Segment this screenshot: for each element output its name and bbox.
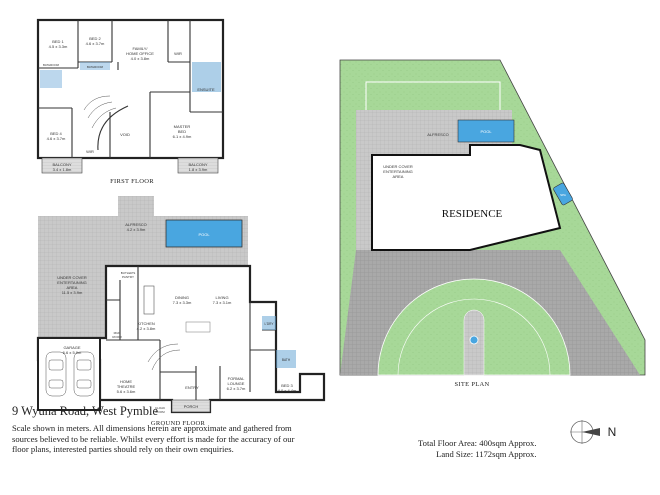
wir-mid-label: WIR — [86, 149, 94, 154]
cloak-label: CLOAK — [155, 406, 165, 410]
property-address: 9 Wyuna Road, West Pymble — [12, 404, 159, 418]
master-label: MASTER — [174, 124, 191, 129]
entertain-site-label3: AREA — [393, 174, 404, 179]
theatre-label2: THEATRE — [117, 384, 136, 389]
bed3-dim: 4.0 x 4.4m — [278, 388, 297, 393]
area-summary: Total Floor Area: 400sqm Approx. Land Si… — [418, 438, 537, 459]
balcony-left-label: BALCONY — [52, 162, 71, 167]
master-dim: 6.1 x 4.9m — [173, 134, 192, 139]
pool-site-label: POOL — [480, 129, 492, 134]
kitchen-label: KITCHEN — [137, 321, 155, 326]
balcony-right-dim: 1.8 x 3.9m — [189, 167, 208, 172]
footer: 9 Wyuna Road, West Pymble Scale shown in… — [12, 404, 342, 455]
entry-label: ENTRY — [185, 385, 199, 390]
bathroom-a-label: BATHROOM — [43, 63, 60, 67]
bath-gf-label: BATH — [282, 358, 291, 362]
site-plan-caption: SITE PLAN — [454, 381, 489, 388]
balcony-left-dim: 3.4 x 1.8m — [53, 167, 72, 172]
disclaimer: Scale shown in meters. All dimensions he… — [12, 423, 342, 455]
north-compass-icon: N — [570, 420, 617, 444]
entertain-gf-label: UNDER COVER — [57, 275, 87, 280]
bed4-dim: 4.6 x 3.7m — [47, 136, 66, 141]
family-label2: HOME OFFICE — [126, 51, 154, 56]
theatre-label: HOME — [120, 379, 132, 384]
bed3-label: BED 3 — [281, 383, 293, 388]
residence-label: RESIDENCE — [442, 208, 503, 220]
first-floor-plan: BED 1 4.5 x 3.3m BED 2 4.6 x 3.7m FAMILY… — [36, 18, 225, 185]
entertain-gf-dim: 11.5 x 3.9m — [62, 290, 83, 295]
entertain-gf-label3: AREA — [67, 285, 78, 290]
master-label2: BED — [178, 129, 186, 134]
pool-gf-label: POOL — [198, 232, 210, 237]
cloak-label2: ROOM — [155, 410, 165, 414]
compass-label: N — [608, 425, 617, 439]
disclaimer-line-2: sources believed to be reliable. Whilst … — [12, 433, 295, 444]
mudroom-label2: ROOM — [112, 335, 122, 339]
bed2-dim: 4.6 x 3.7m — [86, 41, 105, 46]
formal-label2: LOUNGE — [228, 381, 245, 386]
wir-top-label: WIR — [174, 51, 182, 56]
dining-label: DINING — [175, 295, 189, 300]
garage-dim: 6.6 x 5.9m — [63, 350, 82, 355]
dining-dim: 7.3 x 3.3m — [173, 300, 192, 305]
family-dim: 4.0 x 3.8m — [131, 56, 150, 61]
alfresco-gf-label: ALFRESCO — [125, 222, 147, 227]
ensuite-label: ENSUITE — [197, 87, 215, 92]
bathroom-b-label: BATHROOM — [87, 65, 104, 69]
disclaimer-line-3: floor plans, interested parties should r… — [12, 444, 234, 455]
entertain-site-label: UNDER COVER — [383, 164, 413, 169]
formal-label: FORMAL — [228, 376, 245, 381]
garage-label: GARAGE — [63, 345, 80, 350]
bed1-dim: 4.5 x 3.3m — [49, 44, 68, 49]
balcony-right-label: BALCONY — [188, 162, 207, 167]
mudroom-label: MUD — [114, 331, 122, 335]
void-label: VOID — [120, 132, 130, 137]
porch-label: PORCH — [184, 404, 199, 409]
disclaimer-line-1: Scale shown in meters. All dimensions he… — [12, 423, 292, 433]
site-plan: RESIDENCE ALFRESCO POOL UNDER COVER ENTE… — [339, 59, 646, 388]
land-size: Land Size: 1172sqm Approx. — [436, 448, 537, 459]
first-floor-caption: FIRST FLOOR — [110, 178, 154, 185]
ground-floor-caption: GROUND FLOOR — [151, 420, 206, 427]
bed2-label: BED 2 — [89, 36, 101, 41]
car-left-icon — [45, 351, 67, 397]
living-dim: 7.3 x 3.1m — [213, 300, 232, 305]
alfresco-gf-dim: 4.2 x 3.9m — [127, 227, 146, 232]
bed4-label: BED 4 — [50, 131, 62, 136]
theatre-dim: 5.6 x 3.6m — [117, 389, 136, 394]
laundry-label: L'DRY — [264, 322, 274, 326]
total-floor-area: Total Floor Area: 400sqm Approx. — [418, 438, 537, 448]
living-label: LIVING — [215, 295, 228, 300]
entertain-gf-label2: ENTERTAINING — [57, 280, 86, 285]
car-right-icon — [73, 351, 95, 397]
bed1-label: BED 1 — [52, 39, 64, 44]
ground-floor-plan: ALFRESCO 4.2 x 3.9m POOL UNDER COVER ENT… — [36, 196, 326, 427]
butler-label: BUTLER'S — [121, 271, 135, 275]
alfresco-site-label: ALFRESCO — [427, 132, 449, 137]
family-label: FAMILY/ — [132, 46, 148, 51]
spa-label: SPA — [560, 193, 566, 197]
kitchen-dim: 4.2 x 3.8m — [137, 326, 156, 331]
formal-dim: 6.2 x 3.7m — [227, 386, 246, 391]
entertain-site-label2: ENTERTAINING — [383, 169, 412, 174]
butler-label2: PANTRY — [122, 275, 134, 279]
